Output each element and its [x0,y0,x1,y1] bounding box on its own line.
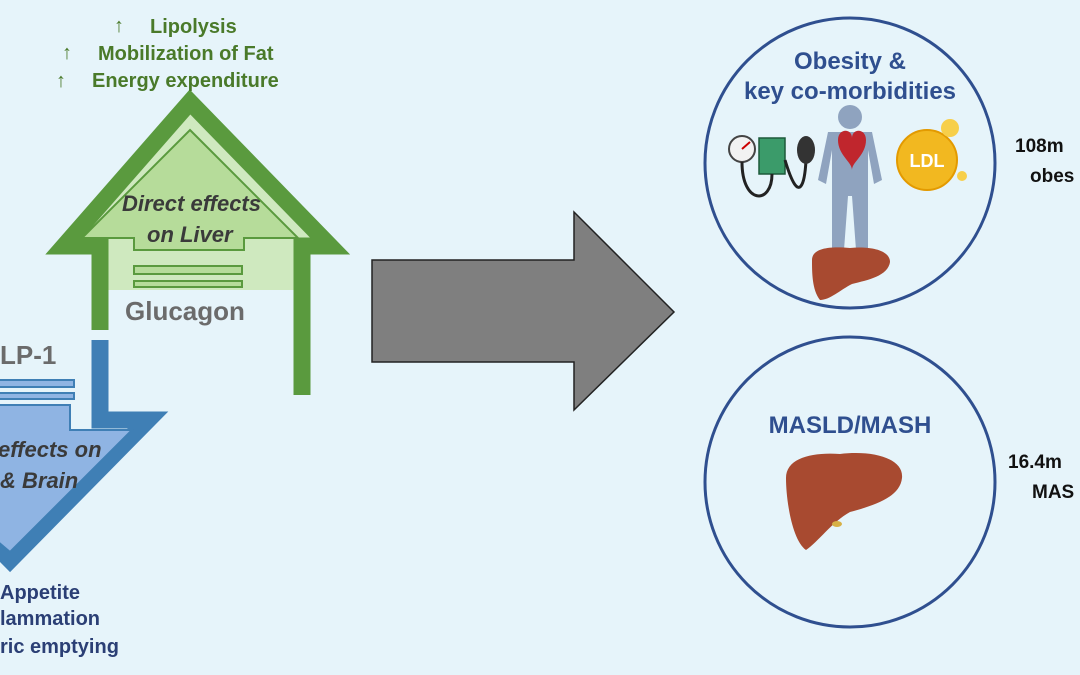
masld-count-label: MAS [1032,482,1075,503]
obesity-count: 108m [1015,136,1064,157]
effect-appetite: Appetite [0,582,80,604]
effect-mobilization: Mobilization of Fat [98,43,274,65]
liver-large-icon [786,453,903,550]
glp1-arrow [0,340,169,573]
ldl-icon: LDL [896,119,967,191]
masld-count: 16.4m [1008,452,1062,473]
blood-pressure-icon [728,135,815,198]
up-arrow-icon: ↑ [56,70,66,92]
obesity-title-line2: key co-morbidities [743,78,957,105]
ldl-label: LDL [910,151,945,171]
effect-gastric: ric emptying [0,636,119,658]
effect-inflammation: lammation [0,608,101,630]
human-body-icon [818,105,882,250]
heart-icon [838,130,866,170]
masld-title: MASLD/MASH [768,412,932,439]
glucagon-label: Glucagon [125,296,245,326]
glucagon-direct-line2: on Liver [147,222,233,247]
obesity-title-line1: Obesity & [793,48,907,75]
glp1-direct-line2: & Brain [0,468,79,493]
glp1-label: LP-1 [0,340,57,370]
liver-icon [812,247,890,300]
up-arrow-icon: ↑ [62,42,72,64]
central-arrow [371,210,676,412]
obesity-count-label: obes [1030,166,1075,187]
effect-energy: Energy expenditure [92,70,279,92]
effect-lipolysis: Lipolysis [150,16,237,38]
up-arrow-icon: ↑ [114,15,124,37]
glucagon-direct-line1: Direct effects [122,191,261,216]
glucagon-arrow [45,89,351,395]
glp1-direct-line1: effects on [0,437,102,462]
